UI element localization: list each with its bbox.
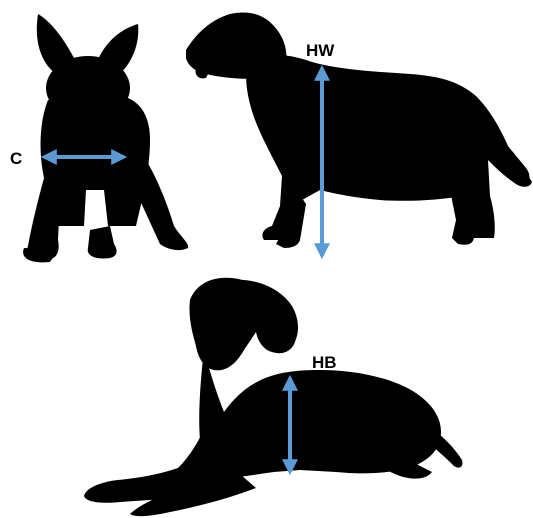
height-back-label: HB [312,353,337,372]
chest-label: C [10,149,22,168]
lying-dog-silhouette [84,278,463,516]
frenchie-front-silhouette [23,14,188,262]
height-withers-label: HW [306,41,335,60]
standing-dog-side-silhouette [186,12,532,248]
